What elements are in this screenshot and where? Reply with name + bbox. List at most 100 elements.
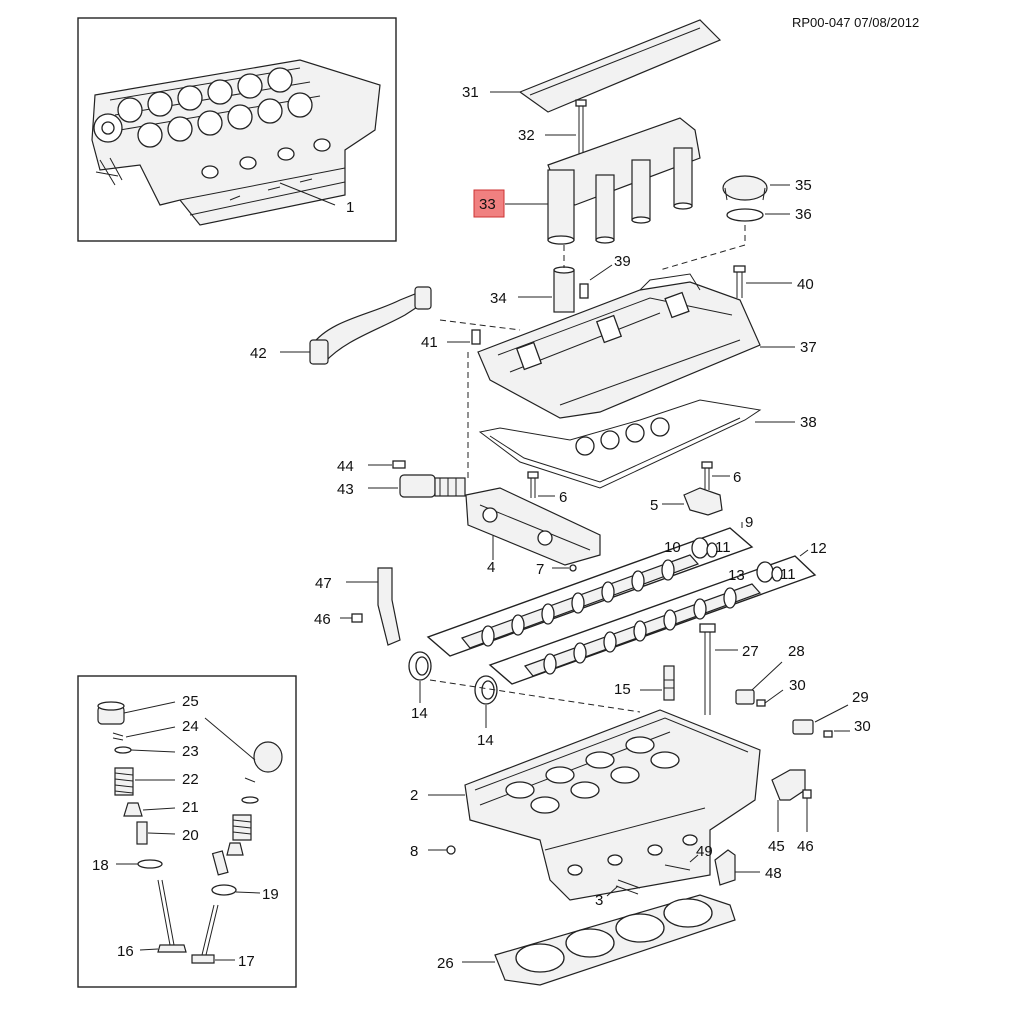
callout-5: 5 — [650, 497, 658, 514]
alignment-line-camshaft — [429, 679, 641, 713]
callout-38: 38 — [800, 414, 817, 431]
alignment-line-hose — [439, 319, 521, 331]
callout-3: 3 — [595, 892, 603, 909]
callout-27: 27 — [742, 643, 759, 660]
part-8-plug — [428, 845, 456, 855]
callout-43: 43 — [337, 481, 354, 498]
callout-11-upper: 11 — [715, 539, 731, 556]
callout-41: 41 — [421, 334, 438, 351]
callout-36: 36 — [795, 206, 812, 223]
part-14-seal-right — [474, 675, 498, 728]
part-27-head-bolt — [699, 623, 738, 715]
callout-14-left: 14 — [411, 705, 428, 722]
callout-2: 2 — [410, 787, 418, 804]
callout-28: 28 — [788, 643, 805, 660]
callout-22: 22 — [182, 771, 199, 788]
part-45-sensor-bracket — [771, 769, 806, 832]
callout-32: 32 — [518, 127, 535, 144]
part-14-seal-left — [408, 651, 432, 703]
part-6-bolt-left — [527, 471, 555, 498]
callout-14-right: 14 — [477, 732, 494, 749]
callout-9: 9 — [745, 514, 753, 531]
part-29-temperature-sensor — [792, 704, 849, 735]
inset-frame-bottom — [77, 675, 297, 988]
callout-40: 40 — [797, 276, 814, 293]
callout-35: 35 — [795, 177, 812, 194]
callout-16: 16 — [117, 943, 134, 960]
callout-45: 45 — [768, 838, 785, 855]
part-36-oil-cap-seal — [659, 208, 790, 271]
callout-24: 24 — [182, 718, 199, 735]
part-17-exhaust-valve — [191, 904, 235, 964]
callout-10: 10 — [664, 539, 681, 556]
part-18-valve-seat — [116, 859, 163, 869]
part-12-exhaust-camshaft — [488, 549, 817, 685]
part-33-ignition-coil — [505, 117, 701, 245]
callout-12: 12 — [810, 540, 827, 557]
part-46-bolt-right — [802, 789, 812, 832]
callout-49: 49 — [696, 843, 713, 860]
callout-48: 48 — [765, 865, 782, 882]
callout-11-lower: 11 — [780, 566, 796, 583]
part-30-bolt-lower — [823, 730, 850, 738]
callout-42: 42 — [250, 345, 267, 362]
callout-4: 4 — [487, 559, 495, 576]
callout-25: 25 — [182, 693, 199, 710]
part-28-camshaft-position-sensor — [735, 661, 783, 705]
part-24-valve-keeper — [112, 726, 256, 783]
part-46-bolt-left — [340, 613, 363, 623]
callout-47: 47 — [315, 575, 332, 592]
part-10-11-camshaft-seal-intake — [691, 537, 718, 559]
callout-21: 21 — [182, 799, 199, 816]
part-35-oil-filler-cap — [722, 175, 790, 201]
part-42-breather-hose — [280, 286, 432, 365]
part-7-plug — [552, 564, 577, 572]
callout-31: 31 — [462, 84, 479, 101]
inset-cylinder-head-assembly: 1 — [77, 17, 397, 242]
callout-39: 39 — [614, 253, 631, 270]
part-5-bearing-cap — [662, 487, 723, 516]
part-23-spring-retainer — [114, 746, 259, 804]
part-3-dowel-stud — [606, 879, 641, 897]
callout-8: 8 — [410, 843, 418, 860]
part-38-cover-gasket — [478, 399, 795, 489]
callout-1: 1 — [346, 199, 354, 216]
part-6-bolt-right — [701, 461, 730, 490]
callout-15: 15 — [614, 681, 631, 698]
callout-6-left: 6 — [559, 489, 567, 506]
part-26-head-gasket — [462, 894, 736, 986]
part-15-spark-plug — [640, 665, 675, 701]
callout-33: 33 — [479, 196, 496, 213]
part-43-control-solenoid — [368, 474, 466, 498]
callout-46-right: 46 — [797, 838, 814, 855]
callout-46-left: 46 — [314, 611, 331, 628]
callout-6-right: 6 — [733, 469, 741, 486]
callout-19: 19 — [262, 886, 279, 903]
part-41-bolt — [447, 329, 481, 345]
part-48-lifting-eye — [714, 849, 760, 886]
callout-7: 7 — [536, 561, 544, 578]
part-20-valve-guide — [136, 821, 229, 876]
assembled-cylinder-head-illustration — [91, 59, 381, 226]
callout-29: 29 — [852, 689, 869, 706]
inset-valve-train: 25 24 23 22 21 — [77, 675, 297, 988]
part-9-intake-camshaft — [426, 522, 754, 657]
callout-20: 20 — [182, 827, 199, 844]
callout-30-upper: 30 — [789, 677, 806, 694]
part-16-intake-valve — [139, 879, 187, 953]
part-32-bolt — [545, 99, 587, 158]
part-44-bolt — [368, 460, 406, 469]
callout-30-lower: 30 — [854, 718, 871, 735]
part-39-stud — [579, 264, 613, 299]
part-25-tappet — [97, 701, 283, 773]
leader-1 — [279, 182, 336, 206]
callout-18: 18 — [92, 857, 109, 874]
callout-34: 34 — [490, 290, 507, 307]
callout-13: 13 — [728, 567, 745, 584]
inset-frame-top — [77, 17, 397, 242]
part-37-camshaft-cover — [477, 273, 795, 419]
part-13-11-camshaft-seal-exhaust — [756, 561, 783, 583]
callout-17: 17 — [238, 953, 255, 970]
part-21-valve-stem-seal — [123, 802, 244, 856]
part-40-bolt — [733, 265, 792, 298]
